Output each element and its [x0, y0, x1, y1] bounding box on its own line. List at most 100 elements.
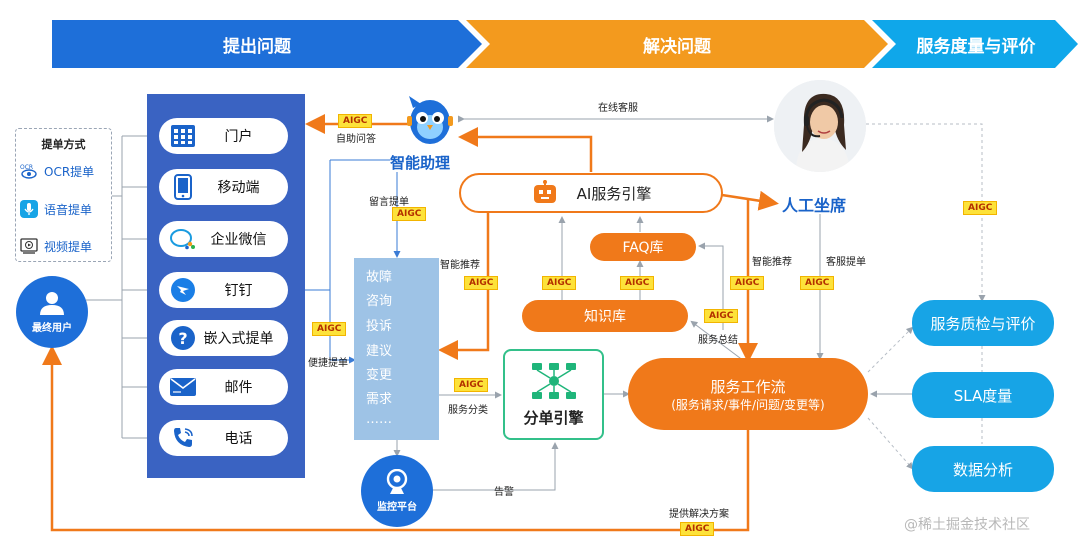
wecom-icon [170, 229, 195, 250]
monitoring-platform-node[interactable]: 监控平台 [361, 455, 433, 527]
smart-assistant-label: 智能助理 [390, 154, 451, 172]
edge-label-quick-ticket: 便捷提单 [308, 358, 348, 369]
method-video[interactable]: 视频提单 [20, 237, 92, 255]
method-voice-label: 语音提单 [44, 202, 93, 217]
channel-email-label: 邮件 [224, 380, 253, 396]
method-ocr[interactable]: OCR OCR提单 [20, 162, 94, 180]
channel-dingtalk[interactable]: 钉钉 [159, 272, 288, 308]
ticket-type: 需求 [366, 392, 393, 407]
aigc-tag: AIGC [312, 322, 347, 336]
aigc-tag: AIGC [680, 522, 715, 536]
edge-label-smart-recommend: 智能推荐 [440, 260, 480, 271]
aigc-tag: AIGC [338, 114, 373, 128]
ocr-eye-icon: OCR [20, 164, 37, 179]
submission-methods-title: 提单方式 [41, 138, 86, 151]
stage-3-chevron [872, 20, 1078, 68]
edge-label-smart-recommend: 智能推荐 [752, 257, 792, 268]
ticket-type: 变更 [366, 368, 393, 383]
end-user-label: 最终用户 [32, 322, 72, 334]
mail-icon [170, 378, 196, 396]
bird-bot-icon [407, 96, 453, 144]
headset-agent-icon [774, 80, 866, 172]
knowledge-node[interactable]: 知识库 [522, 300, 688, 332]
stage-1-chevron [52, 20, 482, 68]
agent-label: 人工坐席 [782, 196, 847, 215]
dispatch-engine-label: 分单引擎 [523, 409, 584, 427]
stage-3-title: 服务度量与评价 [916, 36, 1036, 57]
aigc-tag: AIGC [454, 378, 489, 392]
channel-portal[interactable]: 门户 [159, 118, 288, 154]
aigc-tag: AIGC [730, 276, 765, 290]
question-icon: ? [171, 326, 195, 350]
channel-portal-label: 门户 [224, 129, 253, 145]
metric-analytics-node[interactable]: 数据分析 [912, 446, 1054, 492]
edge-label-service-summary: 服务总结 [698, 335, 738, 346]
aigc-tag: AIGC [392, 207, 427, 221]
service-workflow-node[interactable]: 服务工作流 (服务请求/事件/问题/变更等) [628, 358, 868, 430]
metric-quality-node[interactable]: 服务质检与评价 [912, 300, 1054, 346]
aigc-tag: AIGC [542, 276, 577, 290]
stage-banner [52, 20, 1078, 68]
faq-label: FAQ库 [622, 240, 664, 256]
stage-2-chevron [466, 20, 888, 68]
watermark: @稀土掘金技术社区 [904, 517, 1030, 533]
smart-assistant-node[interactable] [405, 94, 455, 146]
method-video-label: 视频提单 [44, 239, 93, 254]
channel-mobile-label: 移动端 [217, 180, 260, 196]
channel-embedded[interactable]: ? 嵌入式提单 [159, 320, 288, 356]
edge-label-provide-solution: 提供解决方案 [669, 509, 729, 520]
knowledge-label: 知识库 [584, 309, 626, 325]
stage-2-title: 解决问题 [643, 36, 711, 57]
ticket-type: …… [366, 412, 392, 427]
mobile-icon [174, 174, 192, 200]
aigc-tag: AIGC [963, 201, 998, 215]
channel-email[interactable]: 邮件 [159, 369, 288, 405]
video-icon [20, 238, 38, 254]
edge-label-service-classify: 服务分类 [448, 405, 488, 416]
aigc-tag: AIGC [704, 309, 739, 323]
microphone-icon [20, 200, 38, 218]
grid-icon [171, 125, 195, 147]
dingtalk-icon [171, 278, 195, 302]
end-user-node[interactable]: 最终用户 [16, 276, 88, 348]
ai-engine-node[interactable]: AI服务引擎 [459, 173, 723, 213]
faq-node[interactable]: FAQ库 [590, 233, 696, 261]
submission-methods-box [15, 128, 112, 262]
camera-icon [386, 469, 408, 494]
channel-phone[interactable]: 电话 [159, 420, 288, 456]
edge-label-self-qa: 自助问答 [336, 134, 376, 145]
edge-label-leave-ticket: 留言提单 [369, 197, 409, 208]
robot-icon [533, 180, 556, 203]
channel-mobile[interactable]: 移动端 [159, 169, 288, 205]
dispatch-icon [531, 363, 576, 399]
method-ocr-label: OCR提单 [44, 164, 95, 179]
aigc-tag: AIGC [620, 276, 655, 290]
edge-label-agent-ticket: 客服提单 [826, 257, 866, 268]
dispatch-engine-node[interactable]: 分单引擎 [503, 349, 604, 440]
channel-embedded-label: 嵌入式提单 [203, 331, 274, 347]
channel-phone-label: 电话 [224, 431, 253, 447]
svg-text:?: ? [178, 329, 187, 348]
monitoring-platform-label: 监控平台 [377, 502, 417, 513]
channel-dingtalk-label: 钉钉 [224, 283, 253, 299]
ticket-type: 咨询 [366, 294, 393, 309]
ticket-type-list: 故障 咨询 投诉 建议 变更 需求 …… [354, 258, 439, 440]
method-voice[interactable]: 语音提单 [20, 200, 92, 218]
service-workflow-subtitle: (服务请求/事件/问题/变更等) [671, 397, 825, 412]
stage-1-title: 提出问题 [223, 36, 291, 57]
metric-quality-label: 服务质检与评价 [930, 314, 1036, 333]
edge-label-alert: 告警 [494, 487, 514, 498]
metric-sla-label: SLA度量 [953, 386, 1013, 405]
channel-wecom[interactable]: 企业微信 [159, 221, 288, 257]
edge-label-online-service: 在线客服 [598, 103, 638, 114]
ticket-type: 建议 [366, 344, 393, 359]
channel-wecom-label: 企业微信 [210, 232, 267, 248]
ai-engine-label: AI服务引擎 [576, 184, 652, 203]
aigc-tag: AIGC [800, 276, 835, 290]
metric-sla-node[interactable]: SLA度量 [912, 372, 1054, 418]
agent-avatar [774, 80, 866, 172]
user-icon [40, 291, 64, 315]
ticket-type: 投诉 [366, 319, 393, 334]
metric-analytics-label: 数据分析 [952, 460, 1013, 479]
service-workflow-title: 服务工作流 [710, 377, 786, 396]
